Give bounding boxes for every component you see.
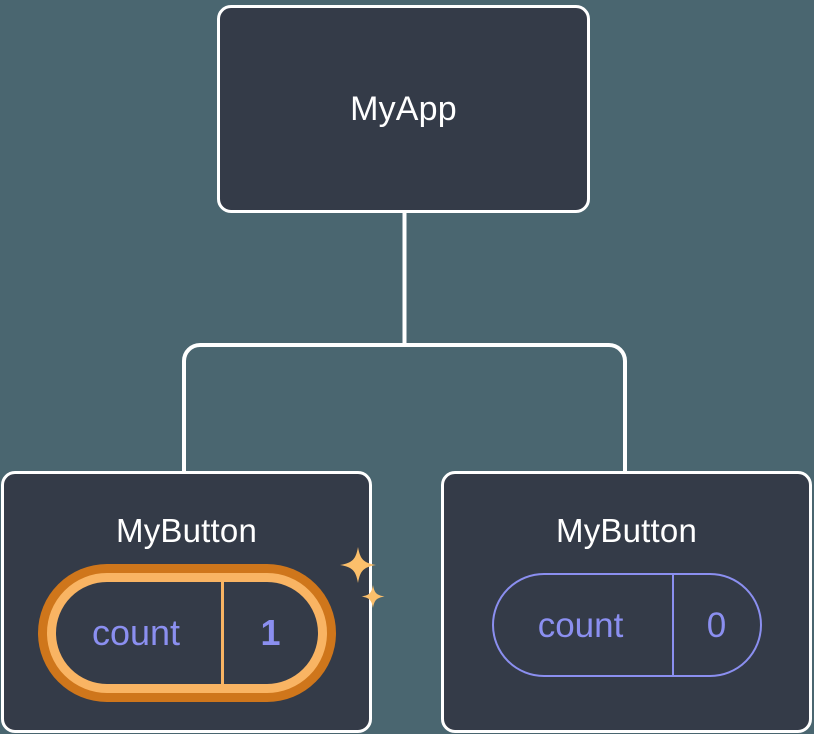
component-node-mybutton-right[interactable]: MyButton count 0 <box>441 471 812 733</box>
component-node-myapp[interactable]: MyApp <box>217 5 590 213</box>
sparkle-large-icon <box>339 547 376 583</box>
connector-branch-left <box>182 343 405 471</box>
state-label: count <box>537 605 624 645</box>
component-node-mybutton-left[interactable]: MyButton count 1 <box>1 471 384 733</box>
state-pill-wrapper-right: count 0 <box>491 573 762 677</box>
state-value: 0 <box>671 575 760 675</box>
state-label: count <box>91 612 181 653</box>
state-pill-highlighted[interactable]: count 1 <box>46 573 327 693</box>
sparkle-group <box>339 547 384 608</box>
component-title: MyButton <box>116 512 257 549</box>
state-pill[interactable]: count 0 <box>491 573 762 677</box>
component-title: MyApp <box>350 90 457 128</box>
state-pill-wrapper-left: count 1 <box>46 547 384 693</box>
state-value: 1 <box>220 582 318 684</box>
sparkle-small-icon <box>361 585 384 608</box>
connector-branch-right <box>404 343 627 471</box>
component-title: MyButton <box>556 512 697 549</box>
